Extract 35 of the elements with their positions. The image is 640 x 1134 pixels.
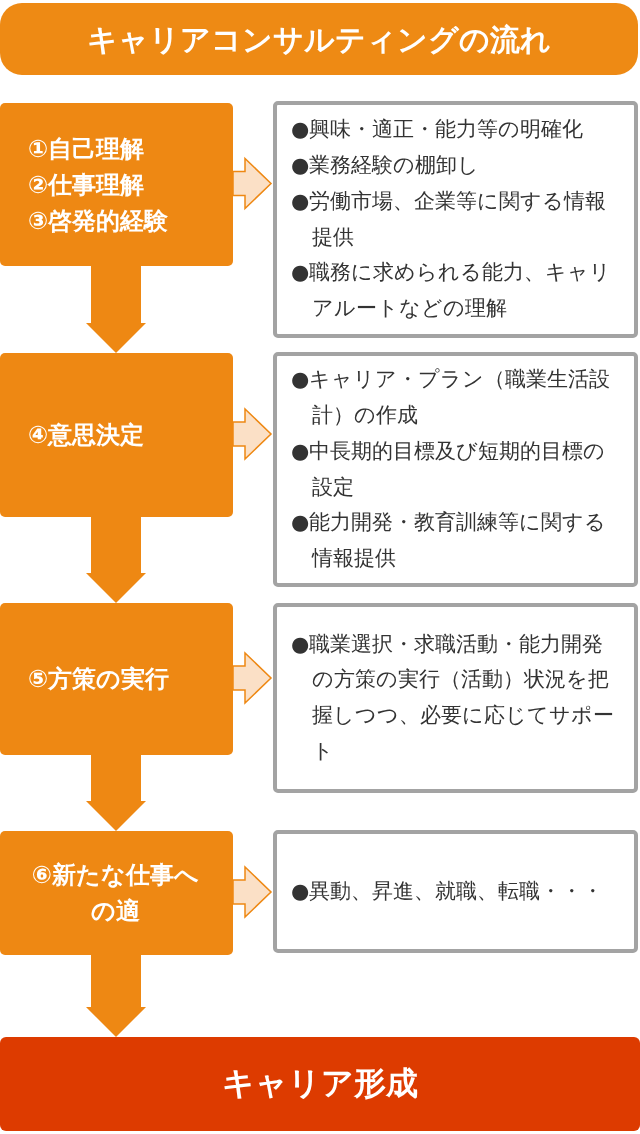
step-box [0, 353, 233, 517]
arrow [86, 754, 146, 831]
bullet-item: ●労働市場、企業等に関する情報提供 [291, 187, 608, 251]
arrow [86, 265, 146, 353]
step-box [0, 103, 233, 266]
detail-box [273, 101, 638, 338]
bullet-item: ●職務に求められる能力、キャリアルートなどの理解 [291, 259, 613, 322]
arrow [86, 954, 146, 1037]
step-label: ②仕事理解 [28, 169, 146, 201]
detail-box [273, 830, 638, 953]
arrow [232, 407, 273, 461]
step-label: ①自己理解 [28, 133, 146, 165]
bullet-item: ●キャリア・プラン（職業生活設計）の作成 [291, 366, 612, 430]
detail-box [273, 603, 638, 793]
step-label: ⑥新たな仕事への適 [30, 860, 201, 927]
step-label: ③啓発的経験 [28, 205, 170, 237]
bullet-item: ●職業選択・求職活動・能力開発の方策の実行（活動）状況を把握しつつ、必要に応じてサポート [291, 630, 615, 765]
arrow [232, 865, 273, 919]
arrow [232, 156, 273, 211]
bullet-item: ●能力開発・教育訓練等に関する情報提供 [291, 509, 608, 572]
title: キャリアコンサルティングの流れ [86, 20, 552, 59]
step-label: ⑤方策の実行 [28, 664, 171, 695]
step-label: ④意思決定 [28, 420, 146, 451]
result-label: キャリア形成 [221, 1063, 419, 1105]
step-box [0, 831, 233, 955]
bullet-item: ●中長期的目標及び短期的目標の設定 [291, 437, 607, 501]
bullet-item: ●異動、昇進、就職、転職・・・ [291, 877, 605, 905]
arrow [86, 516, 146, 603]
detail-box [273, 352, 638, 587]
arrow [232, 651, 273, 705]
step-box [0, 603, 233, 755]
bullet-item: ●業務経験の棚卸し [291, 152, 481, 180]
title-banner [0, 3, 638, 75]
bullet-item: ●興味・適正・能力等の明確化 [291, 116, 585, 144]
result-box [0, 1037, 640, 1131]
